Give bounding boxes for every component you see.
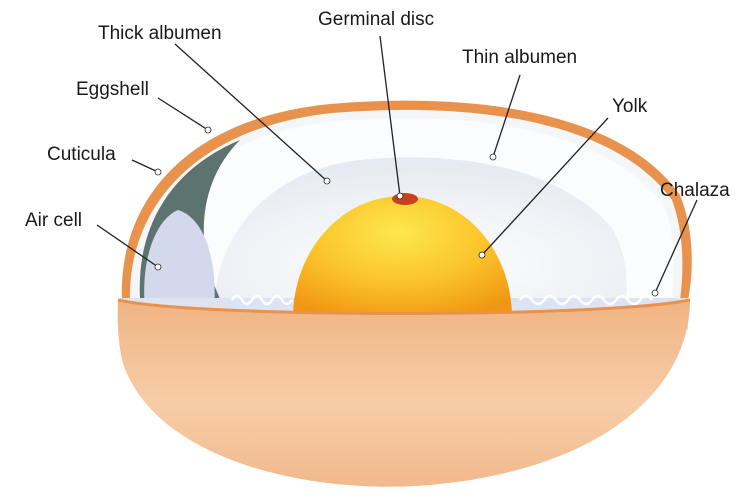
- label-germinal-disc: Germinal disc: [318, 9, 434, 30]
- label-thick-albumen: Thick albumen: [98, 23, 222, 44]
- dot-chalaza: [651, 289, 659, 297]
- yolk-shape: [293, 196, 512, 318]
- dot-germinal-disc: [396, 192, 404, 200]
- shell-bottom: [117, 300, 690, 487]
- leader-germinal-disc: [379, 35, 401, 197]
- leader-cuticula: [131, 159, 159, 173]
- label-air-cell: Air cell: [25, 210, 82, 231]
- leader-chalaza: [654, 199, 698, 294]
- dot-thin-albumen: [489, 153, 497, 161]
- leader-thick-albumen: [174, 43, 328, 182]
- dot-yolk: [478, 251, 486, 259]
- chalaza-left: [230, 294, 294, 306]
- chalaza-right: [519, 294, 653, 306]
- shell-bottom-rim: [117, 298, 691, 315]
- leader-thin-albumen: [492, 74, 521, 158]
- label-yolk: Yolk: [612, 96, 648, 117]
- air-cell-shape: [144, 210, 215, 310]
- label-chalaza: Chalaza: [660, 180, 730, 201]
- dot-thick-albumen: [323, 177, 331, 185]
- label-thin-albumen: Thin albumen: [462, 47, 577, 68]
- leader-eggshell: [157, 97, 209, 131]
- label-cuticula: Cuticula: [47, 144, 116, 165]
- dot-eggshell: [204, 126, 212, 134]
- dot-cuticula: [154, 168, 162, 176]
- leader-air-cell: [96, 224, 159, 268]
- germinal-disc-shape: [392, 193, 418, 205]
- dot-air-cell: [154, 263, 162, 271]
- leader-yolk: [481, 117, 609, 256]
- label-eggshell: Eggshell: [76, 79, 149, 100]
